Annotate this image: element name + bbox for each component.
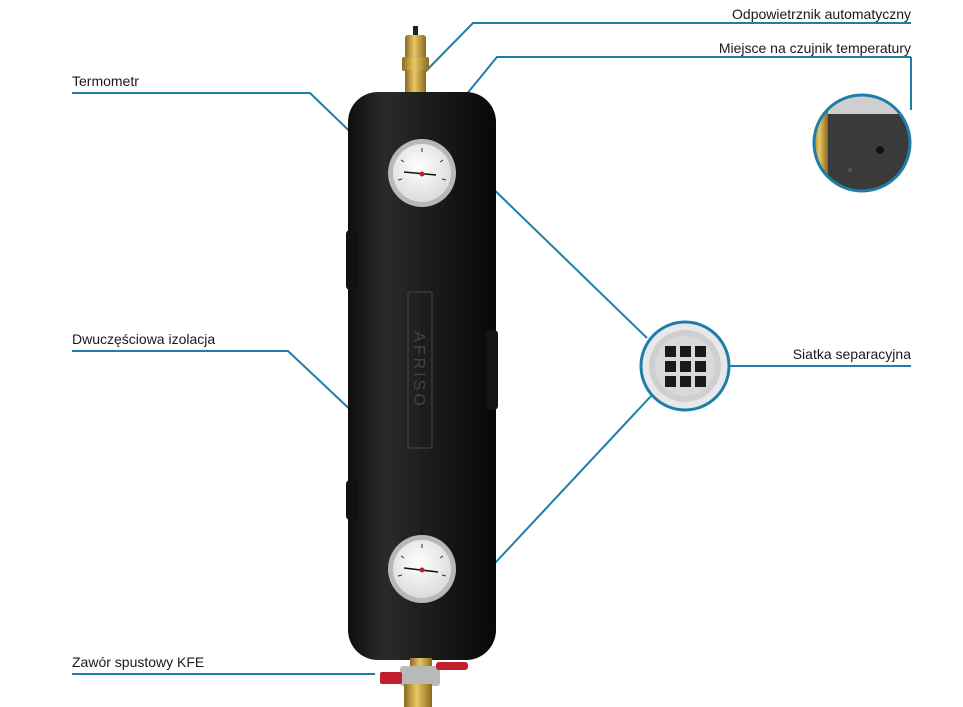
- leader-mesh-top: [481, 177, 648, 339]
- body-logo: AFRISO: [410, 331, 427, 409]
- label-thermometer: Termometr: [72, 73, 139, 89]
- leader-vent: [421, 22, 911, 76]
- leader-mesh-bottom: [481, 394, 653, 578]
- label-vent: Odpowietrznik automatyczny: [732, 6, 911, 22]
- thermometer-bottom: [388, 535, 456, 603]
- mesh-callout: [639, 320, 731, 412]
- label-drain: Zawór spustowy KFE: [72, 654, 205, 670]
- leader-insulation: [72, 350, 375, 433]
- insulation-body: AFRISO: [346, 92, 498, 660]
- label-mesh: Siatka separacyjna: [792, 346, 911, 362]
- drain-valve: [380, 658, 468, 707]
- leader-thermometer: [72, 92, 396, 176]
- leader-sensor: [465, 56, 911, 96]
- label-sensor: Miejsce na czujnik temperatury: [718, 40, 911, 56]
- sensor-callout: [812, 93, 912, 193]
- thermometer-top: [388, 139, 456, 207]
- air-vent: [402, 26, 429, 96]
- label-insulation: Dwuczęściowa izolacja: [72, 331, 216, 347]
